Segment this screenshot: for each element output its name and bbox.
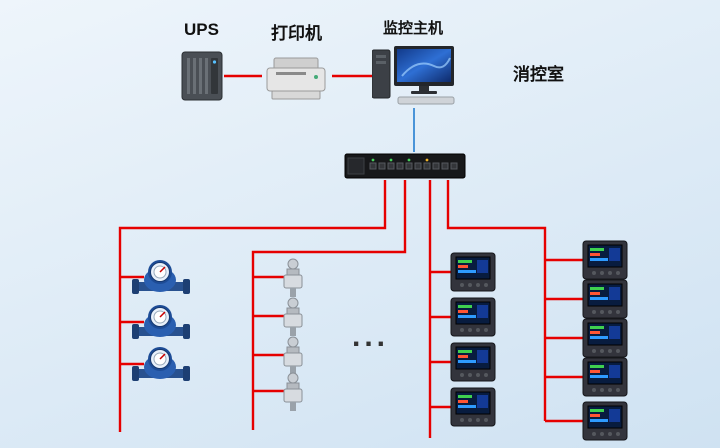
panel-meter-icon bbox=[582, 318, 628, 358]
monitor-host-label: 监控主机 bbox=[383, 20, 444, 37]
valve-icon bbox=[283, 372, 303, 411]
valve-icon bbox=[283, 336, 303, 375]
water-meter-device bbox=[132, 254, 190, 300]
panel-meter-device bbox=[582, 318, 628, 358]
valve-icon bbox=[283, 258, 303, 297]
switch-icon bbox=[344, 153, 466, 179]
panel-meter-device bbox=[450, 342, 496, 382]
switch-device bbox=[344, 151, 466, 181]
printer-device bbox=[262, 54, 330, 102]
valve-device bbox=[278, 297, 308, 337]
ups-label: UPS bbox=[184, 20, 219, 39]
panel-meter-device bbox=[582, 240, 628, 280]
water-meter-icon bbox=[132, 305, 190, 339]
panel-meter-device bbox=[582, 279, 628, 319]
valve-device bbox=[278, 336, 308, 376]
panel-meter-device bbox=[582, 401, 628, 441]
panel-meter-icon bbox=[582, 279, 628, 319]
control-room-label: 消控室 bbox=[513, 65, 564, 84]
valve-device bbox=[278, 258, 308, 298]
panel-meter-device bbox=[450, 297, 496, 337]
panel-meter-device bbox=[450, 387, 496, 427]
water-meter-device bbox=[132, 341, 190, 387]
valve-device bbox=[278, 372, 308, 412]
panel-meter-device bbox=[450, 252, 496, 292]
printer-label: 打印机 bbox=[271, 24, 322, 43]
water-meter-device bbox=[132, 299, 190, 345]
panel-meter-icon bbox=[582, 401, 628, 441]
printer-icon bbox=[266, 57, 326, 100]
panel-meter-device bbox=[582, 357, 628, 397]
ups-icon bbox=[181, 51, 223, 101]
panel-meter-icon bbox=[450, 387, 496, 427]
ups-device bbox=[180, 50, 224, 102]
panel-meter-icon bbox=[582, 240, 628, 280]
panel-meter-icon bbox=[582, 357, 628, 397]
panel-meter-icon bbox=[450, 342, 496, 382]
panel-meter-icon bbox=[450, 252, 496, 292]
computer-icon bbox=[371, 46, 455, 105]
valve-icon bbox=[283, 297, 303, 336]
more-devices-ellipsis: ... bbox=[352, 320, 390, 353]
water-meter-icon bbox=[132, 347, 190, 381]
water-meter-icon bbox=[132, 260, 190, 294]
panel-meter-icon bbox=[450, 297, 496, 337]
monitor-host-device bbox=[371, 46, 458, 106]
